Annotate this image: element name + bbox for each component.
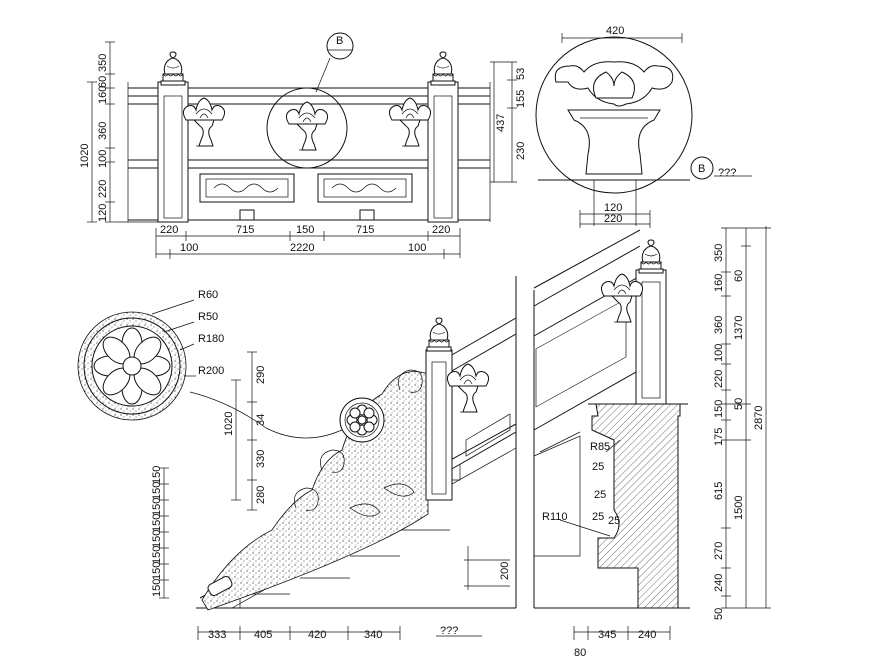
dim-label: 420 (606, 25, 624, 37)
dim-label: 240 (638, 629, 656, 641)
dim-label: 220 (604, 213, 622, 225)
radius-label: R200 (198, 365, 224, 377)
dim-label: 150 (151, 546, 163, 564)
dim-label: 160 (97, 86, 109, 104)
dim-label: 345 (598, 629, 616, 641)
dim-label: 150 (151, 498, 163, 516)
dim-label: 60 (733, 270, 745, 282)
dim-label: 220 (432, 224, 450, 236)
dim-label: 350 (713, 244, 725, 262)
dim-label: 220 (160, 224, 178, 236)
dim-label: 60 (97, 76, 109, 88)
radius-label: R110 (542, 511, 567, 523)
dim-label: 230 (515, 142, 527, 160)
dim-total: 1020 (223, 412, 235, 436)
dim-label: 100 (97, 150, 109, 168)
dim-label: 360 (713, 316, 725, 334)
dim-label: 34 (255, 414, 267, 426)
dim-label: 25 (592, 511, 604, 523)
dim-label: 220 (713, 370, 725, 388)
dim-label: 150 (151, 562, 163, 580)
dim-label: 715 (236, 224, 254, 236)
rosette-detail (77, 299, 347, 439)
dim-label: 270 (713, 542, 725, 560)
radius-label: R60 (198, 289, 218, 301)
dim-label: 80 (574, 647, 586, 659)
dim-label: 100 (408, 242, 426, 254)
dim-label: 25 (608, 515, 620, 527)
dim-total: 1020 (79, 144, 91, 168)
dim-label: 2220 (290, 242, 314, 254)
dim-label: 50 (733, 398, 745, 410)
detail-b (535, 33, 752, 228)
dim-label: 50 (713, 608, 725, 620)
dim-label: 150 (296, 224, 314, 236)
dim-label: 100 (713, 344, 725, 362)
dim-label: 340 (364, 629, 382, 641)
dim-label: 290 (255, 366, 267, 384)
callout-b-detail: B (698, 163, 705, 175)
dim-label: 120 (97, 204, 109, 222)
dim-label: 350 (97, 54, 109, 72)
dim-label: 150 (713, 400, 725, 418)
dim-total: 437 (495, 114, 507, 132)
dim-label: 100 (180, 242, 198, 254)
dim-label: 360 (97, 122, 109, 140)
dim-label: 25 (592, 461, 604, 473)
radius-label: R50 (198, 311, 218, 323)
stair-elevation (159, 276, 517, 640)
dim-label: 615 (713, 482, 725, 500)
dim-label: 715 (356, 224, 374, 236)
dim-label: 150 (151, 579, 163, 597)
dim-label: 1370 (733, 316, 745, 340)
radius-label: R85 (590, 441, 610, 453)
callout-b-top: B (336, 35, 343, 47)
dim-label: 53 (515, 68, 527, 80)
dim-label: 330 (255, 450, 267, 468)
dim-label: 200 (499, 562, 511, 580)
dim-label: 155 (515, 90, 527, 108)
radius-label: R180 (198, 333, 224, 345)
dim-label: 150 (151, 530, 163, 548)
dim-label: 240 (713, 574, 725, 592)
dim-label: 150 (151, 466, 163, 484)
dim-total: 2870 (753, 406, 765, 430)
dim-label: 160 (713, 274, 725, 292)
top-elevation (87, 32, 517, 259)
dim-label: 220 (97, 180, 109, 198)
dim-label: 150 (151, 514, 163, 532)
stair-section (533, 226, 771, 640)
dim-label: 333 (208, 629, 226, 641)
dim-label: 150 (151, 482, 163, 500)
dim-label: 420 (308, 629, 326, 641)
detail-caption: ??? (718, 167, 736, 179)
dim-label: 120 (604, 202, 622, 214)
dim-label: 280 (255, 486, 267, 504)
dim-label: 1500 (733, 496, 745, 520)
dim-label: 405 (254, 629, 272, 641)
dim-label: 25 (594, 489, 606, 501)
stair-caption: ??? (440, 625, 458, 637)
dim-label: 175 (713, 428, 725, 446)
